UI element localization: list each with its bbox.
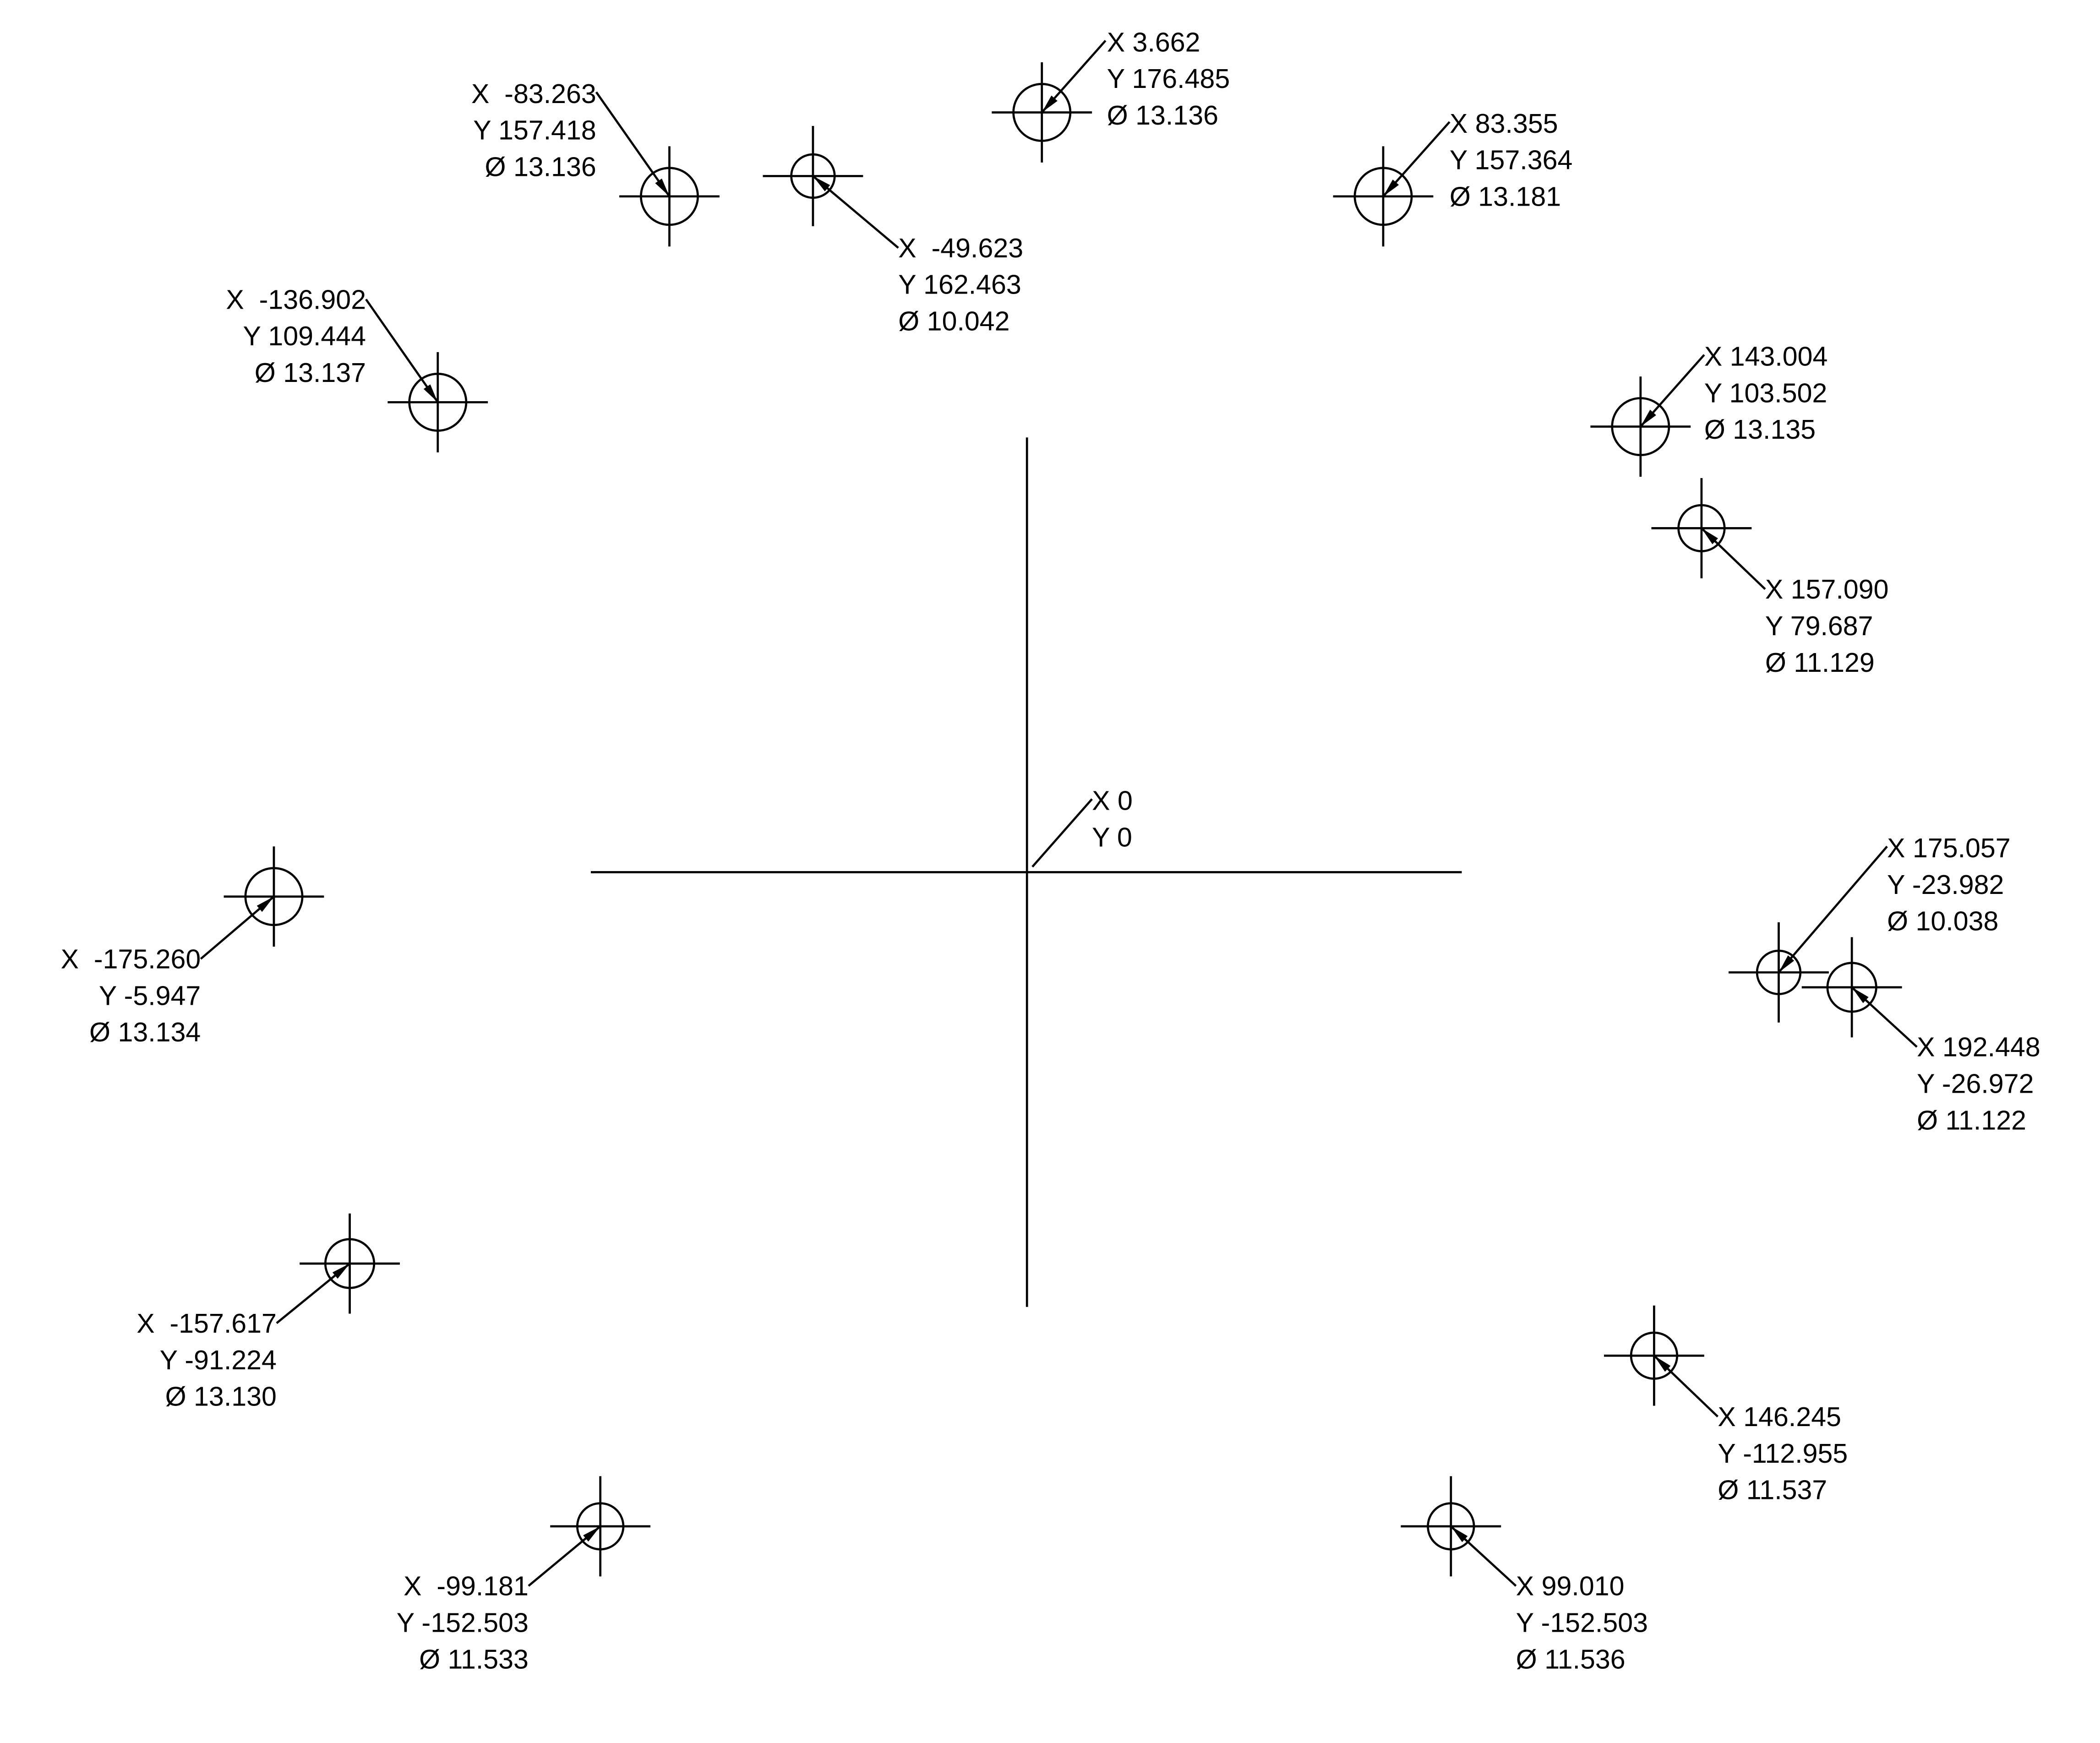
leader-arrowhead-icon [332,1264,350,1279]
hole-x-label: X -136.902 [226,284,366,315]
hole-d-label: Ø 10.038 [1887,906,1998,937]
leader-arrowhead-icon [655,178,670,196]
hole-y-label: Y 162.463 [898,269,1021,300]
hole-callout: X -175.260 Y -5.947 Ø 13.134 [61,846,324,1047]
hole-callout: X 99.010 Y -152.503 Ø 11.536 [1401,1476,1648,1674]
leader-arrowhead-icon [583,1526,600,1542]
hole-x-label: X -175.260 [61,943,201,974]
leader-arrowhead-icon [1451,1526,1468,1542]
hole-d-label: Ø 13.136 [1107,100,1218,131]
hole-x-label: X 157.090 [1765,574,1889,605]
hole-y-label: Y -91.224 [160,1345,277,1375]
hole-callout: X -99.181 Y -152.503 Ø 11.533 [397,1476,651,1674]
hole-y-label: Y -152.503 [397,1607,529,1638]
origin-axes [590,437,1462,1307]
leader-arrowhead-icon [423,384,438,403]
leader-arrowhead-icon [1778,955,1795,973]
leader-arrowhead-icon [1640,409,1656,427]
hole-d-label: Ø 13.135 [1704,414,1816,445]
hole-d-label: Ø 13.136 [485,151,596,182]
hole-callout: X 83.355 Y 157.364 Ø 13.181 [1333,108,1573,247]
hole-callout: X 175.057 Y -23.982 Ø 10.038 [1729,833,2011,1023]
hole-y-label: Y 157.418 [473,115,596,146]
hole-x-label: X -99.181 [404,1571,529,1601]
hole-x-label: X 146.245 [1718,1401,1841,1432]
hole-x-label: X 83.355 [1450,108,1558,139]
hole-callout: X -83.263 Y 157.418 Ø 13.136 [471,78,720,247]
hole-x-label: X 143.004 [1704,341,1828,371]
leader-arrowhead-icon [1701,528,1718,545]
hole-d-label: Ø 10.042 [898,306,1009,337]
hole-x-label: X 192.448 [1917,1032,2040,1062]
hole-x-label: X 3.662 [1107,27,1200,57]
origin-leader-line [1031,798,1093,868]
origin-callout: X 0 Y 0 [1031,785,1133,868]
hole-x-label: X 99.010 [1516,1571,1625,1601]
hole-x-label: X 175.057 [1887,833,2011,863]
hole-y-label: Y -112.955 [1718,1438,1848,1469]
hole-d-label: Ø 11.537 [1718,1475,1827,1505]
hole-x-label: X -49.623 [898,233,1023,263]
hole-y-label: Y -23.982 [1887,869,2004,900]
hole-y-label: Y 103.502 [1704,377,1827,408]
hole-d-label: Ø 11.129 [1765,647,1875,678]
leader-line [365,299,439,403]
leader-arrowhead-icon [1042,95,1058,113]
origin-x-label: X 0 [1092,785,1133,816]
hole-y-label: Y 176.485 [1107,63,1230,94]
hole-y-label: Y 79.687 [1765,610,1873,641]
hole-callout: X -49.623 Y 162.463 Ø 10.042 [763,126,1023,337]
origin-y-label: Y 0 [1092,822,1132,852]
leader-arrowhead-icon [1852,987,1869,1003]
hole-d-label: Ø 13.137 [255,357,366,388]
leader-arrowhead-icon [813,176,830,191]
hole-d-label: Ø 13.181 [1450,181,1561,212]
hole-d-label: Ø 13.134 [89,1017,201,1047]
hole-d-label: Ø 13.130 [165,1381,277,1412]
hole-y-label: Y -5.947 [99,980,201,1011]
leader-line [595,91,671,197]
hole-callout: X 192.448 Y -26.972 Ø 11.122 [1801,937,2040,1135]
hole-y-label: Y -26.972 [1917,1068,2034,1099]
leader-line [1778,845,1888,973]
hole-d-label: Ø 11.122 [1917,1105,2026,1135]
holes-group: X 3.662 Y 176.485 Ø 13.136 X -83.263 Y 157.4… [61,27,2040,1674]
hole-d-label: Ø 11.533 [419,1644,529,1674]
hole-y-label: Y 157.364 [1450,145,1573,175]
hole-callout: X -136.902 Y 109.444 Ø 13.137 [226,284,488,452]
hole-callout: X 143.004 Y 103.502 Ø 13.135 [1590,341,1828,477]
hole-x-label: X -83.263 [471,78,596,109]
hole-x-label: X -157.617 [136,1308,277,1339]
hole-callout: X 146.245 Y -112.955 Ø 11.537 [1604,1305,1848,1505]
hole-y-label: Y 109.444 [243,321,366,351]
hole-callout: X -157.617 Y -91.224 Ø 13.130 [136,1213,400,1412]
hole-callout: X 3.662 Y 176.485 Ø 13.136 [992,27,1230,163]
leader-arrowhead-icon [1654,1356,1671,1372]
leader-arrowhead-icon [256,896,274,912]
hole-y-label: Y -152.503 [1516,1607,1648,1638]
leader-arrowhead-icon [1383,179,1399,196]
hole-d-label: Ø 11.536 [1516,1644,1625,1674]
hole-callout: X 157.090 Y 79.687 Ø 11.129 [1651,478,1889,678]
